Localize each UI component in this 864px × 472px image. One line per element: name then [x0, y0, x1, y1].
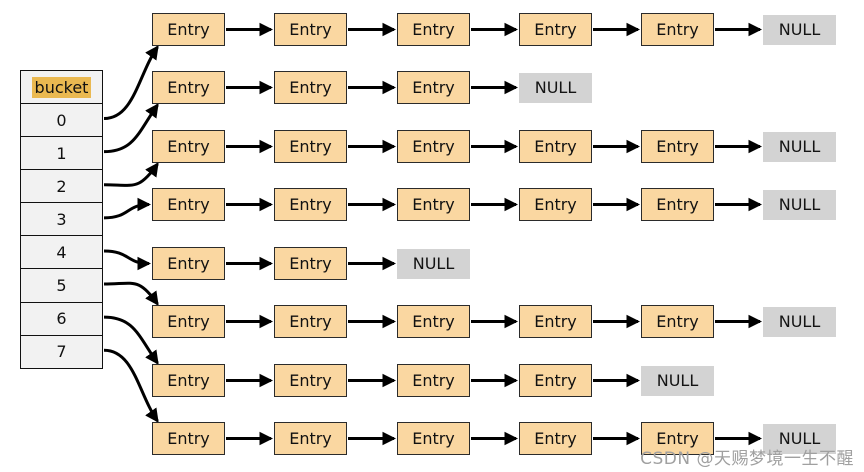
null-box: NULL: [397, 248, 470, 279]
entry-box: Entry: [274, 188, 347, 221]
entry-box: Entry: [274, 422, 347, 455]
bucket-to-chain-arrow: [103, 348, 159, 423]
null-box: NULL: [641, 365, 714, 396]
entry-box: Entry: [152, 305, 225, 338]
entry-box: Entry: [641, 188, 714, 221]
entry-box: Entry: [397, 422, 470, 455]
entry-box: Entry: [641, 130, 714, 163]
bucket-cell-1: 1: [21, 136, 102, 170]
entry-box: Entry: [397, 188, 470, 221]
null-box: NULL: [763, 131, 836, 162]
entry-box: Entry: [519, 130, 592, 163]
null-box: NULL: [519, 72, 592, 103]
entry-box: Entry: [519, 188, 592, 221]
bucket-to-chain-arrow: [103, 103, 159, 154]
entry-box: Entry: [519, 364, 592, 397]
bucket-cell-0: 0: [21, 103, 102, 137]
entry-box: Entry: [152, 71, 225, 104]
entry-box: Entry: [397, 364, 470, 397]
bucket-cell-7: 7: [21, 334, 102, 368]
entry-box: Entry: [274, 364, 347, 397]
watermark: CSDN @天赐梦境一生不醒: [640, 449, 854, 469]
entry-box: Entry: [397, 13, 470, 46]
bucket-to-chain-arrow: [103, 197, 152, 220]
entry-box: Entry: [274, 130, 347, 163]
bucket-header-cell: bucket: [21, 71, 102, 103]
entry-box: Entry: [274, 13, 347, 46]
bucket-to-chain-arrow: [103, 281, 159, 306]
entry-box: Entry: [274, 305, 347, 338]
null-box: NULL: [763, 189, 836, 220]
entry-box: Entry: [641, 13, 714, 46]
entry-box: Entry: [397, 71, 470, 104]
entry-box: Entry: [519, 422, 592, 455]
entry-box: Entry: [152, 130, 225, 163]
null-box: NULL: [763, 306, 836, 337]
entry-box: Entry: [519, 13, 592, 46]
entry-box: Entry: [152, 188, 225, 221]
bucket-cell-6: 6: [21, 301, 102, 335]
entry-box: Entry: [641, 305, 714, 338]
null-box: NULL: [763, 423, 836, 454]
entry-box: Entry: [152, 364, 225, 397]
entry-box: Entry: [152, 13, 225, 46]
entry-box: Entry: [397, 305, 470, 338]
bucket-to-chain-arrow: [103, 162, 159, 187]
bucket-to-chain-arrow: [103, 315, 159, 365]
bucket-header-label: bucket: [31, 76, 92, 98]
null-box: NULL: [763, 14, 836, 45]
bucket-cell-5: 5: [21, 268, 102, 302]
entry-box: Entry: [641, 422, 714, 455]
bucket-cell-4: 4: [21, 235, 102, 269]
entry-box: Entry: [152, 422, 225, 455]
bucket-to-chain-arrow: [103, 45, 159, 121]
entry-box: Entry: [274, 71, 347, 104]
bucket-to-chain-arrow: [103, 249, 152, 271]
entry-box: Entry: [152, 247, 225, 280]
entry-box: Entry: [397, 130, 470, 163]
entry-box: Entry: [519, 305, 592, 338]
entry-box: Entry: [274, 247, 347, 280]
bucket-cell-3: 3: [21, 202, 102, 236]
bucket-cell-2: 2: [21, 169, 102, 203]
